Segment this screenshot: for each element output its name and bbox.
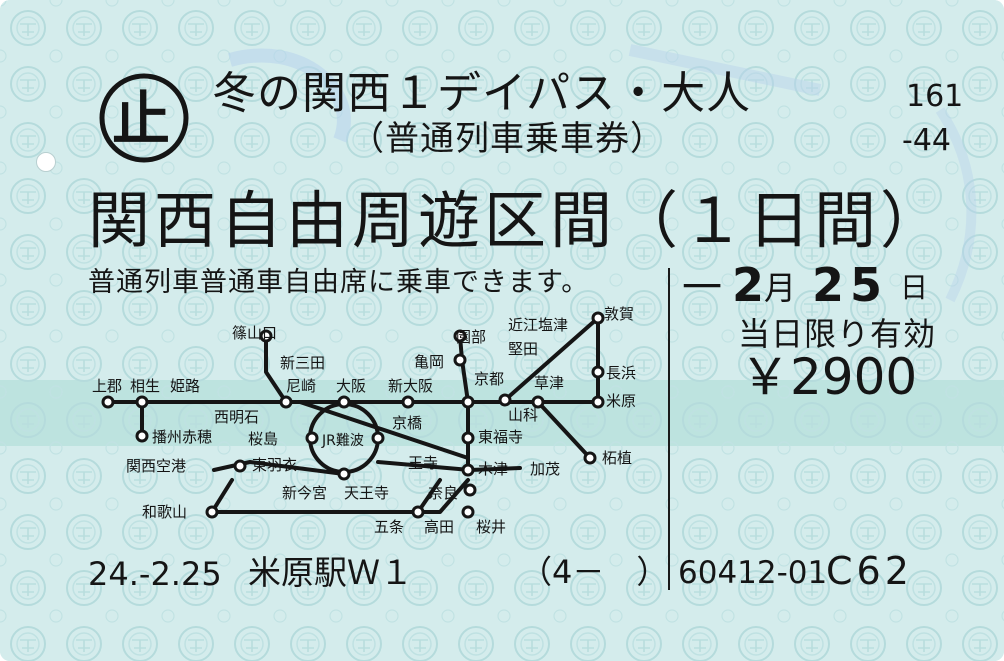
station-banshuako: 播州赤穂: [152, 428, 213, 446]
issue-number: （4－ ）: [520, 553, 669, 591]
price: ￥2900: [740, 348, 918, 406]
station-tennoji: 天王寺: [344, 484, 390, 502]
validity-area: 関西自由周遊区間（１日間）: [88, 184, 947, 257]
route-line-tozai: [298, 400, 470, 460]
station-wakayama: 和歌山: [142, 503, 188, 521]
issuer-mark-label: 止: [112, 85, 171, 153]
issue-station: 米原駅Ｗ１: [248, 553, 413, 592]
station-omishiotsu: 近江塩津: [508, 316, 569, 334]
divider-line: [668, 268, 670, 590]
ticket-code: 60412-01: [678, 555, 828, 591]
station-tsuruga: 敦賀: [604, 305, 635, 323]
station-gojo: 五条: [374, 518, 405, 536]
station-tofukuji: 東福寺: [478, 428, 524, 446]
punch-hole: [36, 152, 56, 172]
date-day-unit: 日: [900, 271, 929, 304]
station-kizu: 木津: [478, 460, 509, 478]
station-amagasaki: 尼崎: [286, 377, 317, 395]
station-maibara: 米原: [606, 392, 637, 410]
station-oji: 王寺: [408, 454, 439, 472]
station-katata: 堅田: [508, 340, 539, 358]
ticket-subtitle: （普通列車乗車券）: [350, 119, 665, 159]
station-yamashina: 山科: [508, 406, 539, 424]
station-tsuge: 柘植: [602, 449, 633, 467]
station-shinosaka: 新大阪: [388, 377, 434, 395]
station-nishiakashi: 西明石: [214, 408, 260, 426]
station-shinimamiya: 新今宮: [282, 484, 328, 502]
serial-top: 161: [906, 79, 964, 114]
station-takada: 高田: [424, 518, 455, 536]
station-sakurai: 桜井: [476, 518, 507, 536]
station-higashihagoromo: 東羽衣: [252, 456, 298, 474]
station-kamo: 加茂: [530, 460, 561, 478]
date-month-unit: 月: [764, 269, 797, 307]
station-sasayamaguchi: 篠山口: [232, 324, 278, 342]
date-day: 25: [812, 258, 889, 312]
route-line-airport: [212, 460, 346, 476]
station-aioi: 相生: [130, 377, 161, 395]
station-nagahama: 長浜: [606, 364, 637, 382]
station-nara: 奈良: [428, 484, 459, 502]
serial-bottom: -44: [902, 123, 951, 158]
station-shinsanda: 新三田: [280, 354, 326, 372]
route-line-fukuchiyama: [264, 334, 288, 404]
ticket-title: 冬の関西１デイパス・大人: [212, 68, 752, 119]
route-line-kosei: [503, 316, 600, 402]
station-kyobashi: 京橋: [392, 414, 423, 432]
issuer-mark-icon: [99, 73, 189, 163]
date-month: 2: [732, 258, 765, 312]
station-himeji: 姫路: [170, 377, 201, 395]
station-kameoka: 亀岡: [414, 353, 445, 371]
station-sakurajima: 桜島: [248, 430, 279, 448]
station-kyoto: 京都: [474, 370, 505, 388]
issue-date: 24.-2.25: [88, 555, 222, 593]
route-line-kusatsu: [536, 400, 592, 460]
station-kamigori: 上郡: [92, 377, 123, 395]
station-jrnamba: JR難波: [322, 433, 364, 449]
ticket-code-2: C62: [826, 549, 913, 593]
station-sonobe: 園部: [456, 328, 487, 346]
validity-text: 当日限り有効: [738, 315, 937, 353]
usage-note: 普通列車普通車自由席に乗車できます。: [88, 267, 590, 298]
date-prefix: 一: [682, 265, 722, 311]
route-line-south: [210, 478, 470, 514]
station-kusatsu: 草津: [534, 374, 565, 392]
station-osaka: 大阪: [336, 377, 367, 395]
station-kansai-airport: 関西空港: [126, 457, 187, 475]
